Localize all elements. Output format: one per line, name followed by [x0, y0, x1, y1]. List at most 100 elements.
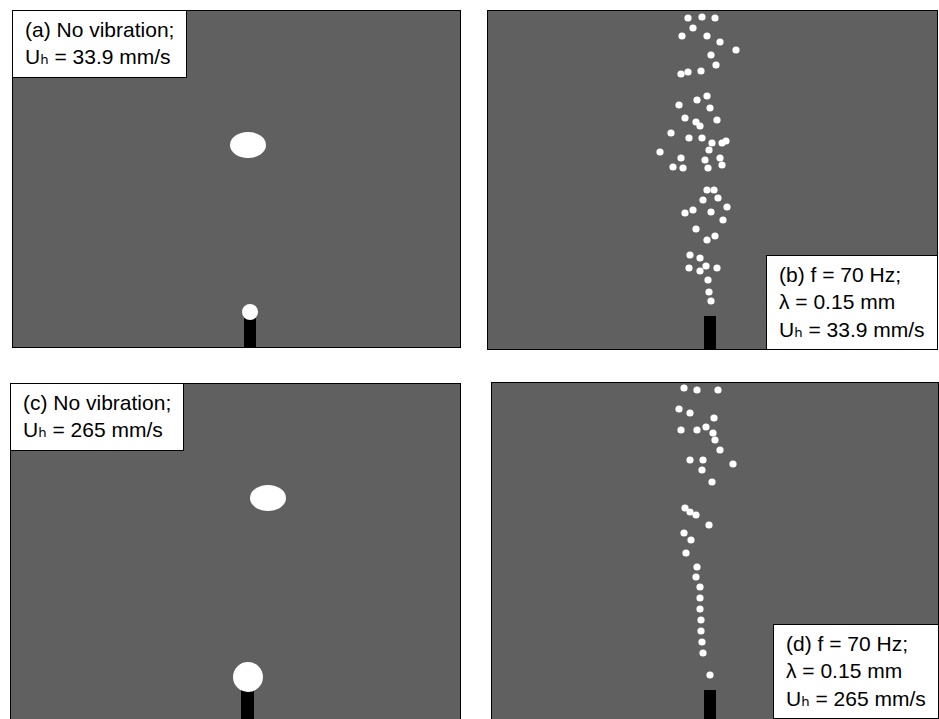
small-bubble — [708, 478, 715, 485]
small-bubble — [680, 529, 687, 536]
small-bubble — [693, 426, 700, 433]
label-text: Uₕ = 265 mm/s — [786, 685, 926, 712]
small-bubble — [707, 208, 714, 215]
small-bubble — [696, 122, 703, 129]
bubble — [242, 304, 258, 320]
small-bubble — [703, 186, 710, 193]
small-bubble — [712, 61, 719, 68]
small-bubble — [719, 216, 726, 223]
small-bubble — [696, 583, 703, 590]
small-bubble — [707, 297, 714, 304]
small-bubble — [709, 429, 716, 436]
small-bubble — [703, 92, 710, 99]
nozzle — [241, 690, 254, 719]
small-bubble — [713, 116, 720, 123]
small-bubble — [684, 14, 691, 21]
small-bubble — [681, 209, 688, 216]
panel — [13, 11, 461, 348]
panel — [11, 384, 461, 719]
small-bubble — [669, 163, 676, 170]
small-bubble — [656, 148, 663, 155]
label-text: (c) No vibration; — [23, 389, 171, 416]
small-bubble — [707, 51, 714, 58]
label-text: λ = 0.15 mm — [786, 657, 926, 684]
small-bubble — [705, 288, 712, 295]
small-bubble — [698, 134, 705, 141]
small-bubble — [680, 384, 687, 391]
small-bubble — [718, 161, 725, 168]
small-bubble — [708, 139, 715, 146]
small-bubble — [706, 104, 713, 111]
small-bubble — [699, 196, 706, 203]
small-bubble — [699, 649, 706, 656]
small-bubble — [702, 262, 709, 269]
small-bubble — [710, 186, 717, 193]
bubble — [250, 485, 286, 511]
small-bubble — [677, 426, 684, 433]
small-bubble — [689, 206, 696, 213]
nozzle — [704, 690, 716, 719]
small-bubble — [711, 232, 718, 239]
small-bubble — [692, 573, 699, 580]
small-bubble — [705, 521, 712, 528]
label-text: (a) No vibration; — [25, 16, 174, 43]
small-bubble — [714, 194, 721, 201]
small-bubble — [675, 405, 682, 412]
small-bubble — [679, 164, 686, 171]
label-text: Uₕ = 265 mm/s — [23, 416, 171, 443]
small-bubble — [693, 386, 700, 393]
small-bubble — [711, 436, 718, 443]
label-text: (d) f = 70 Hz; — [786, 630, 926, 657]
small-bubble — [667, 129, 674, 136]
small-bubble — [686, 251, 693, 258]
small-bubble — [704, 164, 711, 171]
label-box: (a) No vibration;Uₕ = 33.9 mm/s — [12, 10, 187, 78]
small-bubble — [693, 96, 700, 103]
small-bubble — [711, 14, 718, 21]
small-bubble — [716, 446, 723, 453]
small-bubble — [685, 264, 692, 271]
small-bubble — [698, 13, 705, 20]
small-bubble — [706, 671, 713, 678]
small-bubble — [682, 549, 689, 556]
nozzle — [244, 318, 256, 348]
bubble — [230, 132, 266, 158]
small-bubble — [692, 225, 699, 232]
small-bubble — [697, 616, 704, 623]
small-bubble — [710, 414, 717, 421]
small-bubble — [677, 154, 684, 161]
small-bubble — [696, 267, 703, 274]
small-bubble — [723, 203, 730, 210]
small-bubble — [696, 594, 703, 601]
label-box: (d) f = 70 Hz;λ = 0.15 mmUₕ = 265 mm/s — [773, 624, 939, 719]
label-text: λ = 0.15 mm — [779, 288, 925, 315]
small-bubble — [699, 456, 706, 463]
small-bubble — [697, 67, 704, 74]
small-bubble — [693, 563, 700, 570]
panel — [492, 383, 939, 719]
label-text: Uₕ = 33.9 mm/s — [25, 43, 174, 70]
small-bubble — [686, 456, 693, 463]
small-bubble — [687, 536, 694, 543]
small-bubble — [716, 154, 723, 161]
small-bubble — [703, 32, 710, 39]
small-bubble — [732, 46, 739, 53]
small-bubble — [696, 605, 703, 612]
small-bubble — [713, 264, 720, 271]
small-bubble — [692, 511, 699, 518]
small-bubble — [729, 460, 736, 467]
small-bubble — [675, 101, 682, 108]
small-bubble — [705, 146, 712, 153]
bubble — [233, 662, 263, 692]
small-bubble — [716, 38, 723, 45]
small-bubble — [714, 386, 721, 393]
small-bubble — [681, 114, 688, 121]
small-bubble — [677, 70, 684, 77]
small-bubble — [722, 137, 729, 144]
label-text: Uₕ = 33.9 mm/s — [779, 316, 925, 343]
small-bubble — [686, 409, 693, 416]
label-box: (c) No vibration;Uₕ = 265 mm/s — [10, 383, 184, 451]
small-bubble — [685, 134, 692, 141]
small-bubble — [701, 156, 708, 163]
